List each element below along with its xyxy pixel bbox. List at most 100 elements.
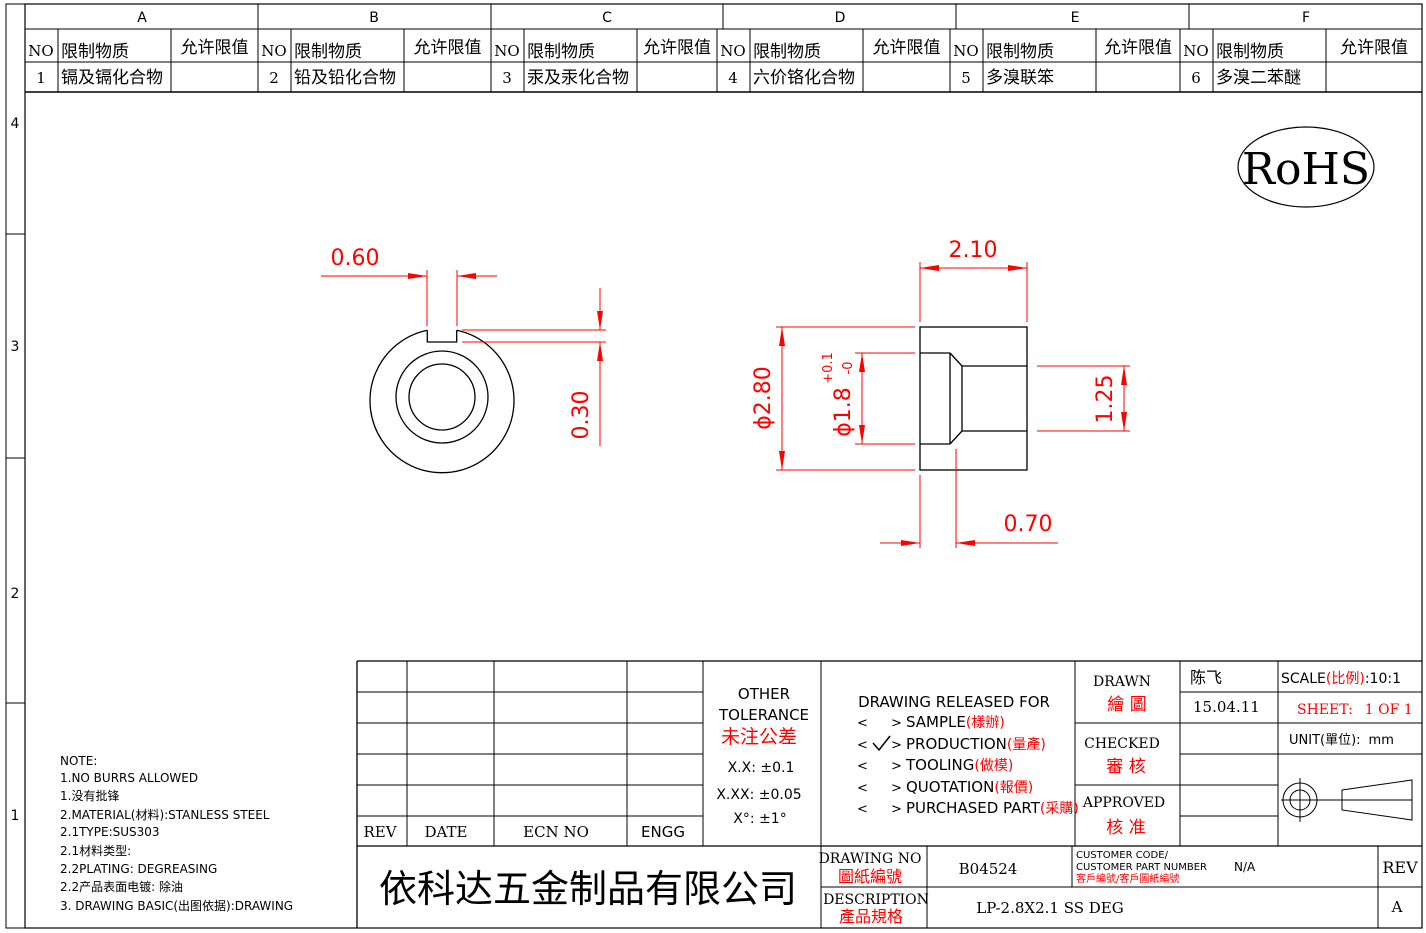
substance-row-name: 镉及镉化合物 [61,68,163,88]
substance-row-name: 六价铬化合物 [753,68,855,88]
scale-label: SCALE [1281,671,1326,687]
drawn-label-cn: 繪 圖 [1107,695,1146,715]
dim-bore-diameter: ϕ1.8 [831,387,856,437]
release-option-bracket-right-icon: > [891,781,902,796]
dim-bore-tol-upper: +0.1 [821,352,836,384]
substance-row-no: 2 [269,69,279,87]
front-view [369,329,515,474]
release-option-bracket-left-icon: < [857,802,868,817]
rohs-mark: RoHS [1237,126,1375,208]
substance-header-name: 限制物质 [294,42,362,62]
customer-code-label-1: CUSTOMER CODE/ [1076,850,1169,861]
checked-label-cn: 審 核 [1106,757,1145,777]
dim-bore-tol-lower: -0 [841,362,856,375]
substance-header-no: NO [28,42,53,60]
release-option-bracket-left-icon: < [857,716,868,731]
unit-value: mm [1369,733,1394,748]
substance-table-cells: NO 限制物质 允许限值 1 镉及镉化合物 NO 限制物质 允许限值 2 铅及铅化合物 NO 限制物质… [28,38,1408,88]
note-line: 2.1TYPE:SUS303 [60,825,160,839]
release-option: PURCHASED PART(采購) [906,799,1079,817]
unit-line: UNIT(單位):mm [1289,733,1394,748]
ecn-no-header: ECN NO [523,823,589,841]
sheet-line: SHEET:1 OF 1 [1297,702,1413,718]
row-zone-strip [5,3,26,929]
release-option-bracket-left-icon: < [857,759,868,774]
substance-header-limit: 允许限值 [181,38,249,58]
side-view [919,326,1028,471]
rev-header: REV [363,823,397,841]
release-option-label: PRODUCTION [906,735,1007,753]
substance-header-no: NO [261,42,286,60]
substance-row-name: 多溴二苯醚 [1216,68,1301,88]
drawn-label: DRAWN [1093,674,1151,690]
note-line: 2.2产品表面电镀: 除油 [60,879,183,894]
dim-shoulder: 0.70 [1004,512,1053,537]
description-label: DESCRIPTION [823,892,929,908]
drawing-no-label: DRAWING NO [819,851,922,867]
description-value: LP-2.8X2.1 SS DEG [976,899,1123,917]
column-label-a: A [137,10,147,26]
substance-row-name: 汞及汞化合物 [527,68,629,88]
customer-code-label-cn: 客戶編號/客戶圖紙編號 [1076,872,1179,885]
release-option-label: SAMPLE [906,713,966,731]
row-label-3: 3 [11,339,20,355]
release-option-label-cn: (量產) [1007,736,1046,753]
substance-header-name: 限制物质 [753,42,821,62]
substance-row-name: 铅及铅化合物 [294,68,396,88]
dim-slot-width: 0.60 [331,246,380,271]
release-option-label-cn: (報價) [994,779,1033,796]
checked-label: CHECKED [1084,736,1160,752]
substance-header-name: 限制物质 [1216,42,1284,62]
customer-code-value: N/A [1234,860,1256,874]
dim-outer-diameter: ϕ2.80 [751,366,776,430]
release-option-label: PURCHASED PART [906,799,1041,817]
substance-row-no: 3 [502,69,512,87]
substance-header-no: NO [1183,42,1208,60]
release-option-bracket-left-icon: < [857,781,868,796]
substance-header-name: 限制物质 [61,42,129,62]
release-option-label: QUOTATION [906,778,994,796]
dim-length: 2.10 [949,238,998,263]
restricted-substances-table: NO 限制物质 允许限值 1 镉及镉化合物 NO 限制物质 允许限值 2 铅及铅化合物 NO 限制物质… [25,29,1422,93]
release-option-label-cn: (樣辦) [966,714,1005,731]
note-line: 2.2PLATING: DEGREASING [60,862,217,876]
approved-label-cn: 核 准 [1106,818,1145,838]
third-angle-projection-icon [1281,778,1413,822]
date-header: DATE [425,823,468,841]
customer-code-label-2: CUSTOMER PART NUMBER [1076,862,1207,873]
scale-label-cn: (比例) [1326,671,1365,687]
release-option-bracket-right-icon: > [891,738,902,753]
note-line: NOTE: [60,754,97,768]
tolerance-title-2: TOLERANCE [718,706,809,724]
release-option-bracket-right-icon: > [891,802,902,817]
note-line: 3. DRAWING BASIC(出图依据):DRAWING [60,898,293,913]
dim-counterbore: 1.25 [1093,375,1118,424]
tolerance-xxx: X.XX: ±0.05 [716,787,801,803]
rohs-text: RoHS [1242,144,1370,195]
engg-header: ENGG [641,823,685,841]
row-zone-labels: 4 3 2 1 [6,116,25,824]
substance-row-no: 5 [961,69,971,87]
column-label-c: C [602,10,612,26]
drawing-no-label-cn: 圖紙編號 [838,867,902,886]
company-name: 依科达五金制品有限公司 [379,867,797,911]
row-label-4: 4 [11,116,20,132]
column-zone-header: A B C D E F [25,4,1422,30]
substance-header-no: NO [720,42,745,60]
note-line: 2.1材料类型: [60,844,131,858]
note-line: 1.NO BURRS ALLOWED [60,771,198,785]
release-option-check-icon [872,735,891,752]
description-label-cn: 產品規格 [839,907,903,926]
drawn-by: 陈飞 [1190,668,1222,687]
substance-header-limit: 允许限值 [1104,38,1172,58]
release-option-bracket-right-icon: > [891,759,902,774]
front-view-dimensions [321,270,606,446]
release-option-bracket-right-icon: > [891,716,902,731]
release-option: PRODUCTION(量產) [906,735,1046,753]
substance-row-no: 1 [36,69,46,87]
substance-header-no: NO [494,42,519,60]
substance-row-name: 多溴联笨 [986,68,1054,88]
release-title: DRAWING RELEASED FOR [858,693,1050,711]
substance-table-gridlines [57,29,1327,92]
